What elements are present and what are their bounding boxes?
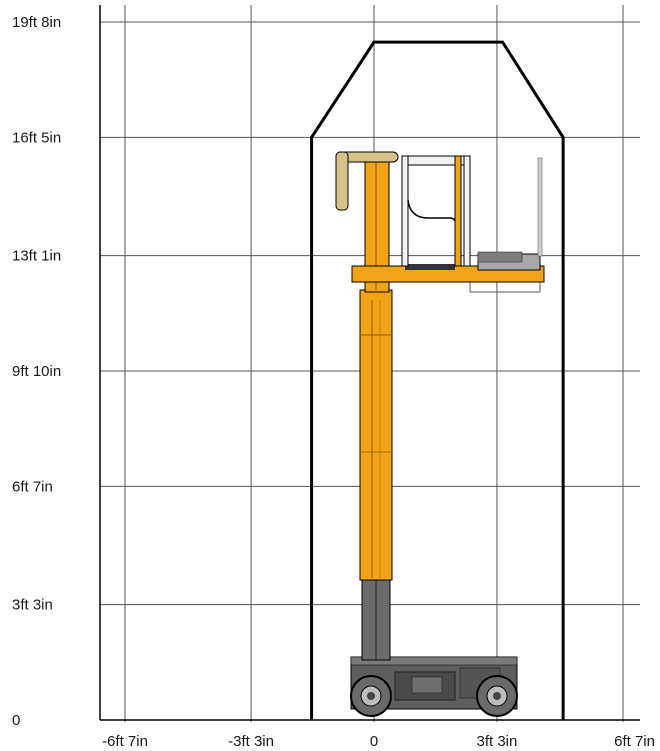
x-tick-label: -3ft 3in	[228, 733, 274, 750]
y-tick-label: 16ft 5in	[12, 129, 61, 146]
x-tick-label: 6ft 7in	[614, 733, 655, 750]
y-tick-label: 19ft 8in	[12, 14, 61, 31]
working-envelope	[310, 40, 565, 720]
grid	[99, 5, 640, 722]
axis-labels: 0 3ft 3in 6ft 7in 9ft 10in 13ft 1in 16ft 5in 1…	[12, 14, 655, 750]
envelope-outline	[310, 40, 565, 720]
vertical-mast-lift-icon	[335, 151, 545, 717]
front-wheel-icon	[350, 675, 392, 717]
guardrail	[335, 151, 471, 267]
x-tick-label: 3ft 3in	[476, 733, 517, 750]
x-tick-label: 0	[370, 733, 378, 750]
y-tick-label: 9ft 10in	[12, 363, 61, 380]
telescopic-mast	[359, 151, 393, 581]
x-tick-label: -6ft 7in	[102, 733, 148, 750]
y-tick-label: 0	[12, 712, 20, 729]
y-tick-label: 13ft 1in	[12, 248, 61, 265]
y-tick-label: 3ft 3in	[12, 597, 53, 614]
rear-wheel-icon	[476, 675, 518, 717]
y-tick-label: 6ft 7in	[12, 478, 53, 495]
extension-deck	[477, 157, 543, 271]
